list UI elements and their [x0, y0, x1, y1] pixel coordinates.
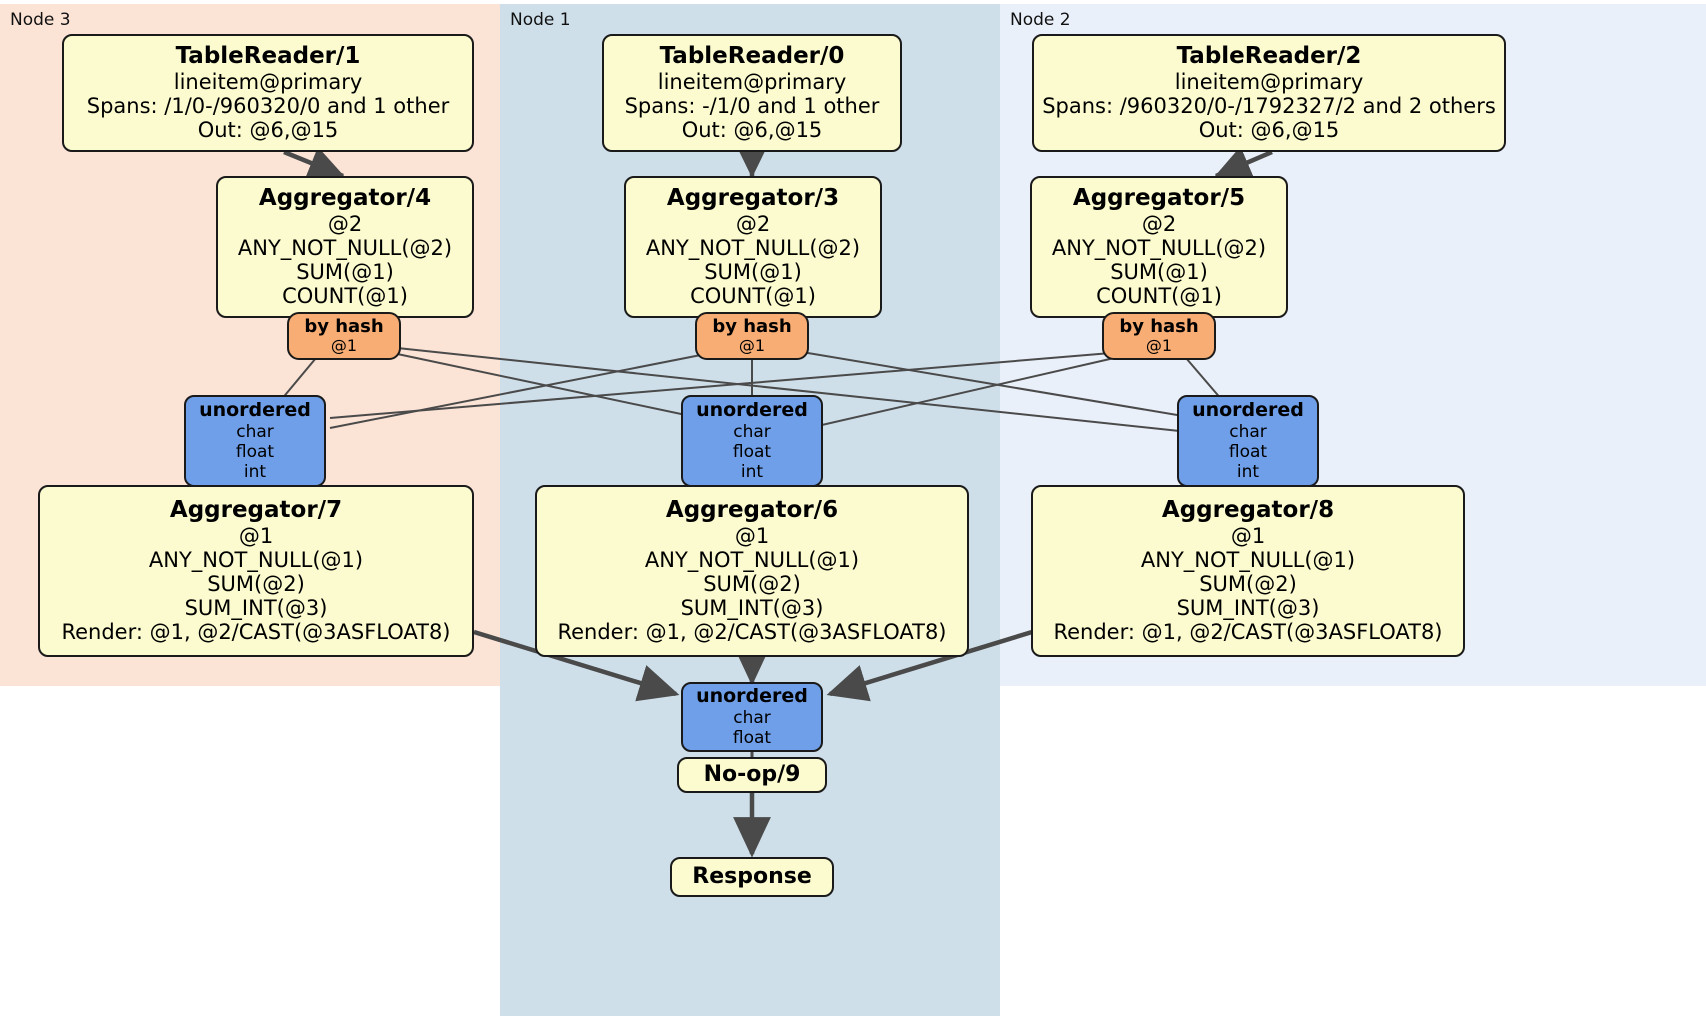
processor-detail-agg1: ANY_NOT_NULL(@1)	[148, 547, 364, 572]
synchronizer-title: unordered	[1192, 399, 1304, 421]
synchronizer-unordered-node3[interactable]: unordered char float int	[184, 395, 326, 487]
processor-title: Aggregator/6	[665, 496, 839, 523]
synchronizer-type-2: float	[235, 441, 275, 462]
processor-tablereader-1[interactable]: TableReader/1 lineitem@primary Spans: /1…	[62, 34, 474, 152]
processor-detail-render: Render: @1, @2/CAST(@3ASFLOAT8)	[1053, 620, 1443, 645]
processor-title: TableReader/1	[175, 42, 361, 69]
processor-detail-agg2: SUM(@2)	[207, 571, 305, 596]
processor-detail-groupcol: @1	[1230, 523, 1266, 548]
processor-title: Aggregator/3	[666, 184, 840, 211]
processor-detail-agg1: ANY_NOT_NULL(@2)	[1051, 235, 1267, 260]
processor-detail-spans: Spans: /1/0-/960320/0 and 1 other	[86, 93, 450, 118]
synchronizer-type-3: int	[243, 461, 267, 482]
processor-detail-agg3: SUM_INT(@3)	[1176, 595, 1320, 620]
processor-detail-agg3: SUM_INT(@3)	[680, 595, 824, 620]
processor-aggregator-4[interactable]: Aggregator/4 @2 ANY_NOT_NULL(@2) SUM(@1)…	[216, 176, 474, 318]
synchronizer-unordered-node2[interactable]: unordered char float int	[1177, 395, 1319, 487]
processor-detail-table: lineitem@primary	[1174, 69, 1364, 94]
processor-detail-agg2: SUM(@2)	[703, 571, 801, 596]
synchronizer-unordered-final[interactable]: unordered char float	[681, 682, 823, 752]
node-panel-label-node1: Node 1	[510, 10, 571, 30]
processor-title: Aggregator/7	[169, 496, 343, 523]
router-hash-column: @1	[1145, 336, 1173, 356]
synchronizer-type-2: float	[732, 441, 772, 462]
synchronizer-title: unordered	[696, 399, 808, 421]
processor-detail-agg3: SUM_INT(@3)	[184, 595, 328, 620]
processor-detail-agg1: ANY_NOT_NULL(@1)	[644, 547, 860, 572]
synchronizer-type-3: int	[1236, 461, 1260, 482]
node-panel-label-node3: Node 3	[10, 10, 71, 30]
router-hash-column: @1	[738, 336, 766, 356]
processor-detail-agg2: SUM(@1)	[704, 259, 802, 284]
synchronizer-title: unordered	[696, 685, 808, 708]
router-by-hash-node1[interactable]: by hash @1	[695, 312, 809, 360]
synchronizer-unordered-node1[interactable]: unordered char float int	[681, 395, 823, 487]
processor-detail-groupcol: @1	[238, 523, 274, 548]
processor-detail-table: lineitem@primary	[173, 69, 363, 94]
synchronizer-type-1: char	[733, 707, 771, 728]
processor-tablereader-2[interactable]: TableReader/2 lineitem@primary Spans: /9…	[1032, 34, 1506, 152]
processor-detail-agg2: SUM(@1)	[1110, 259, 1208, 284]
processor-title: No-op/9	[703, 761, 801, 787]
processor-tablereader-0[interactable]: TableReader/0 lineitem@primary Spans: -/…	[602, 34, 902, 152]
router-title: by hash	[304, 316, 384, 338]
processor-title: Aggregator/8	[1161, 496, 1335, 523]
processor-detail-groupcol: @2	[327, 211, 363, 236]
processor-detail-render: Render: @1, @2/CAST(@3ASFLOAT8)	[557, 620, 947, 645]
processor-title: TableReader/0	[659, 42, 845, 69]
synchronizer-type-2: float	[732, 727, 772, 748]
processor-detail-spans: Spans: -/1/0 and 1 other	[624, 93, 880, 118]
router-by-hash-node2[interactable]: by hash @1	[1102, 312, 1216, 360]
processor-detail-agg3: COUNT(@1)	[690, 284, 816, 309]
router-by-hash-node3[interactable]: by hash @1	[287, 312, 401, 360]
processor-detail-groupcol: @2	[1141, 211, 1177, 236]
processor-detail-agg3: COUNT(@1)	[282, 284, 408, 309]
router-title: by hash	[1119, 316, 1199, 338]
processor-detail-agg2: SUM(@2)	[1199, 571, 1297, 596]
processor-title: Response	[692, 863, 812, 889]
processor-detail-agg1: ANY_NOT_NULL(@1)	[1140, 547, 1356, 572]
processor-detail-agg1: ANY_NOT_NULL(@2)	[237, 235, 453, 260]
processor-detail-render: Render: @1, @2/CAST(@3ASFLOAT8)	[61, 620, 451, 645]
synchronizer-type-2: float	[1228, 441, 1268, 462]
processor-detail-groupcol: @2	[735, 211, 771, 236]
processor-aggregator-8[interactable]: Aggregator/8 @1 ANY_NOT_NULL(@1) SUM(@2)…	[1031, 485, 1465, 657]
processor-aggregator-5[interactable]: Aggregator/5 @2 ANY_NOT_NULL(@2) SUM(@1)…	[1030, 176, 1288, 318]
synchronizer-type-1: char	[733, 421, 771, 442]
router-hash-column: @1	[330, 336, 358, 356]
synchronizer-type-3: int	[740, 461, 764, 482]
processor-title: Aggregator/5	[1072, 184, 1246, 211]
synchronizer-title: unordered	[199, 399, 311, 421]
processor-detail-groupcol: @1	[734, 523, 770, 548]
processor-detail-agg2: SUM(@1)	[296, 259, 394, 284]
processor-title: Aggregator/4	[258, 184, 432, 211]
processor-aggregator-3[interactable]: Aggregator/3 @2 ANY_NOT_NULL(@2) SUM(@1)…	[624, 176, 882, 318]
router-title: by hash	[712, 316, 792, 338]
processor-aggregator-6[interactable]: Aggregator/6 @1 ANY_NOT_NULL(@1) SUM(@2)…	[535, 485, 969, 657]
processor-detail-out: Out: @6,@15	[197, 117, 339, 142]
synchronizer-type-1: char	[236, 421, 274, 442]
processor-detail-table: lineitem@primary	[657, 69, 847, 94]
processor-detail-spans: Spans: /960320/0-/1792327/2 and 2 others	[1042, 93, 1496, 118]
processor-noop-9[interactable]: No-op/9	[677, 757, 827, 793]
processor-detail-out: Out: @6,@15	[681, 117, 823, 142]
processor-aggregator-7[interactable]: Aggregator/7 @1 ANY_NOT_NULL(@1) SUM(@2)…	[38, 485, 474, 657]
synchronizer-type-1: char	[1229, 421, 1267, 442]
node-panel-label-node2: Node 2	[1010, 10, 1071, 30]
processor-response[interactable]: Response	[670, 857, 834, 897]
processor-title: TableReader/2	[1176, 42, 1362, 69]
processor-detail-agg1: ANY_NOT_NULL(@2)	[645, 235, 861, 260]
processor-detail-out: Out: @6,@15	[1198, 117, 1340, 142]
processor-detail-agg3: COUNT(@1)	[1096, 284, 1222, 309]
